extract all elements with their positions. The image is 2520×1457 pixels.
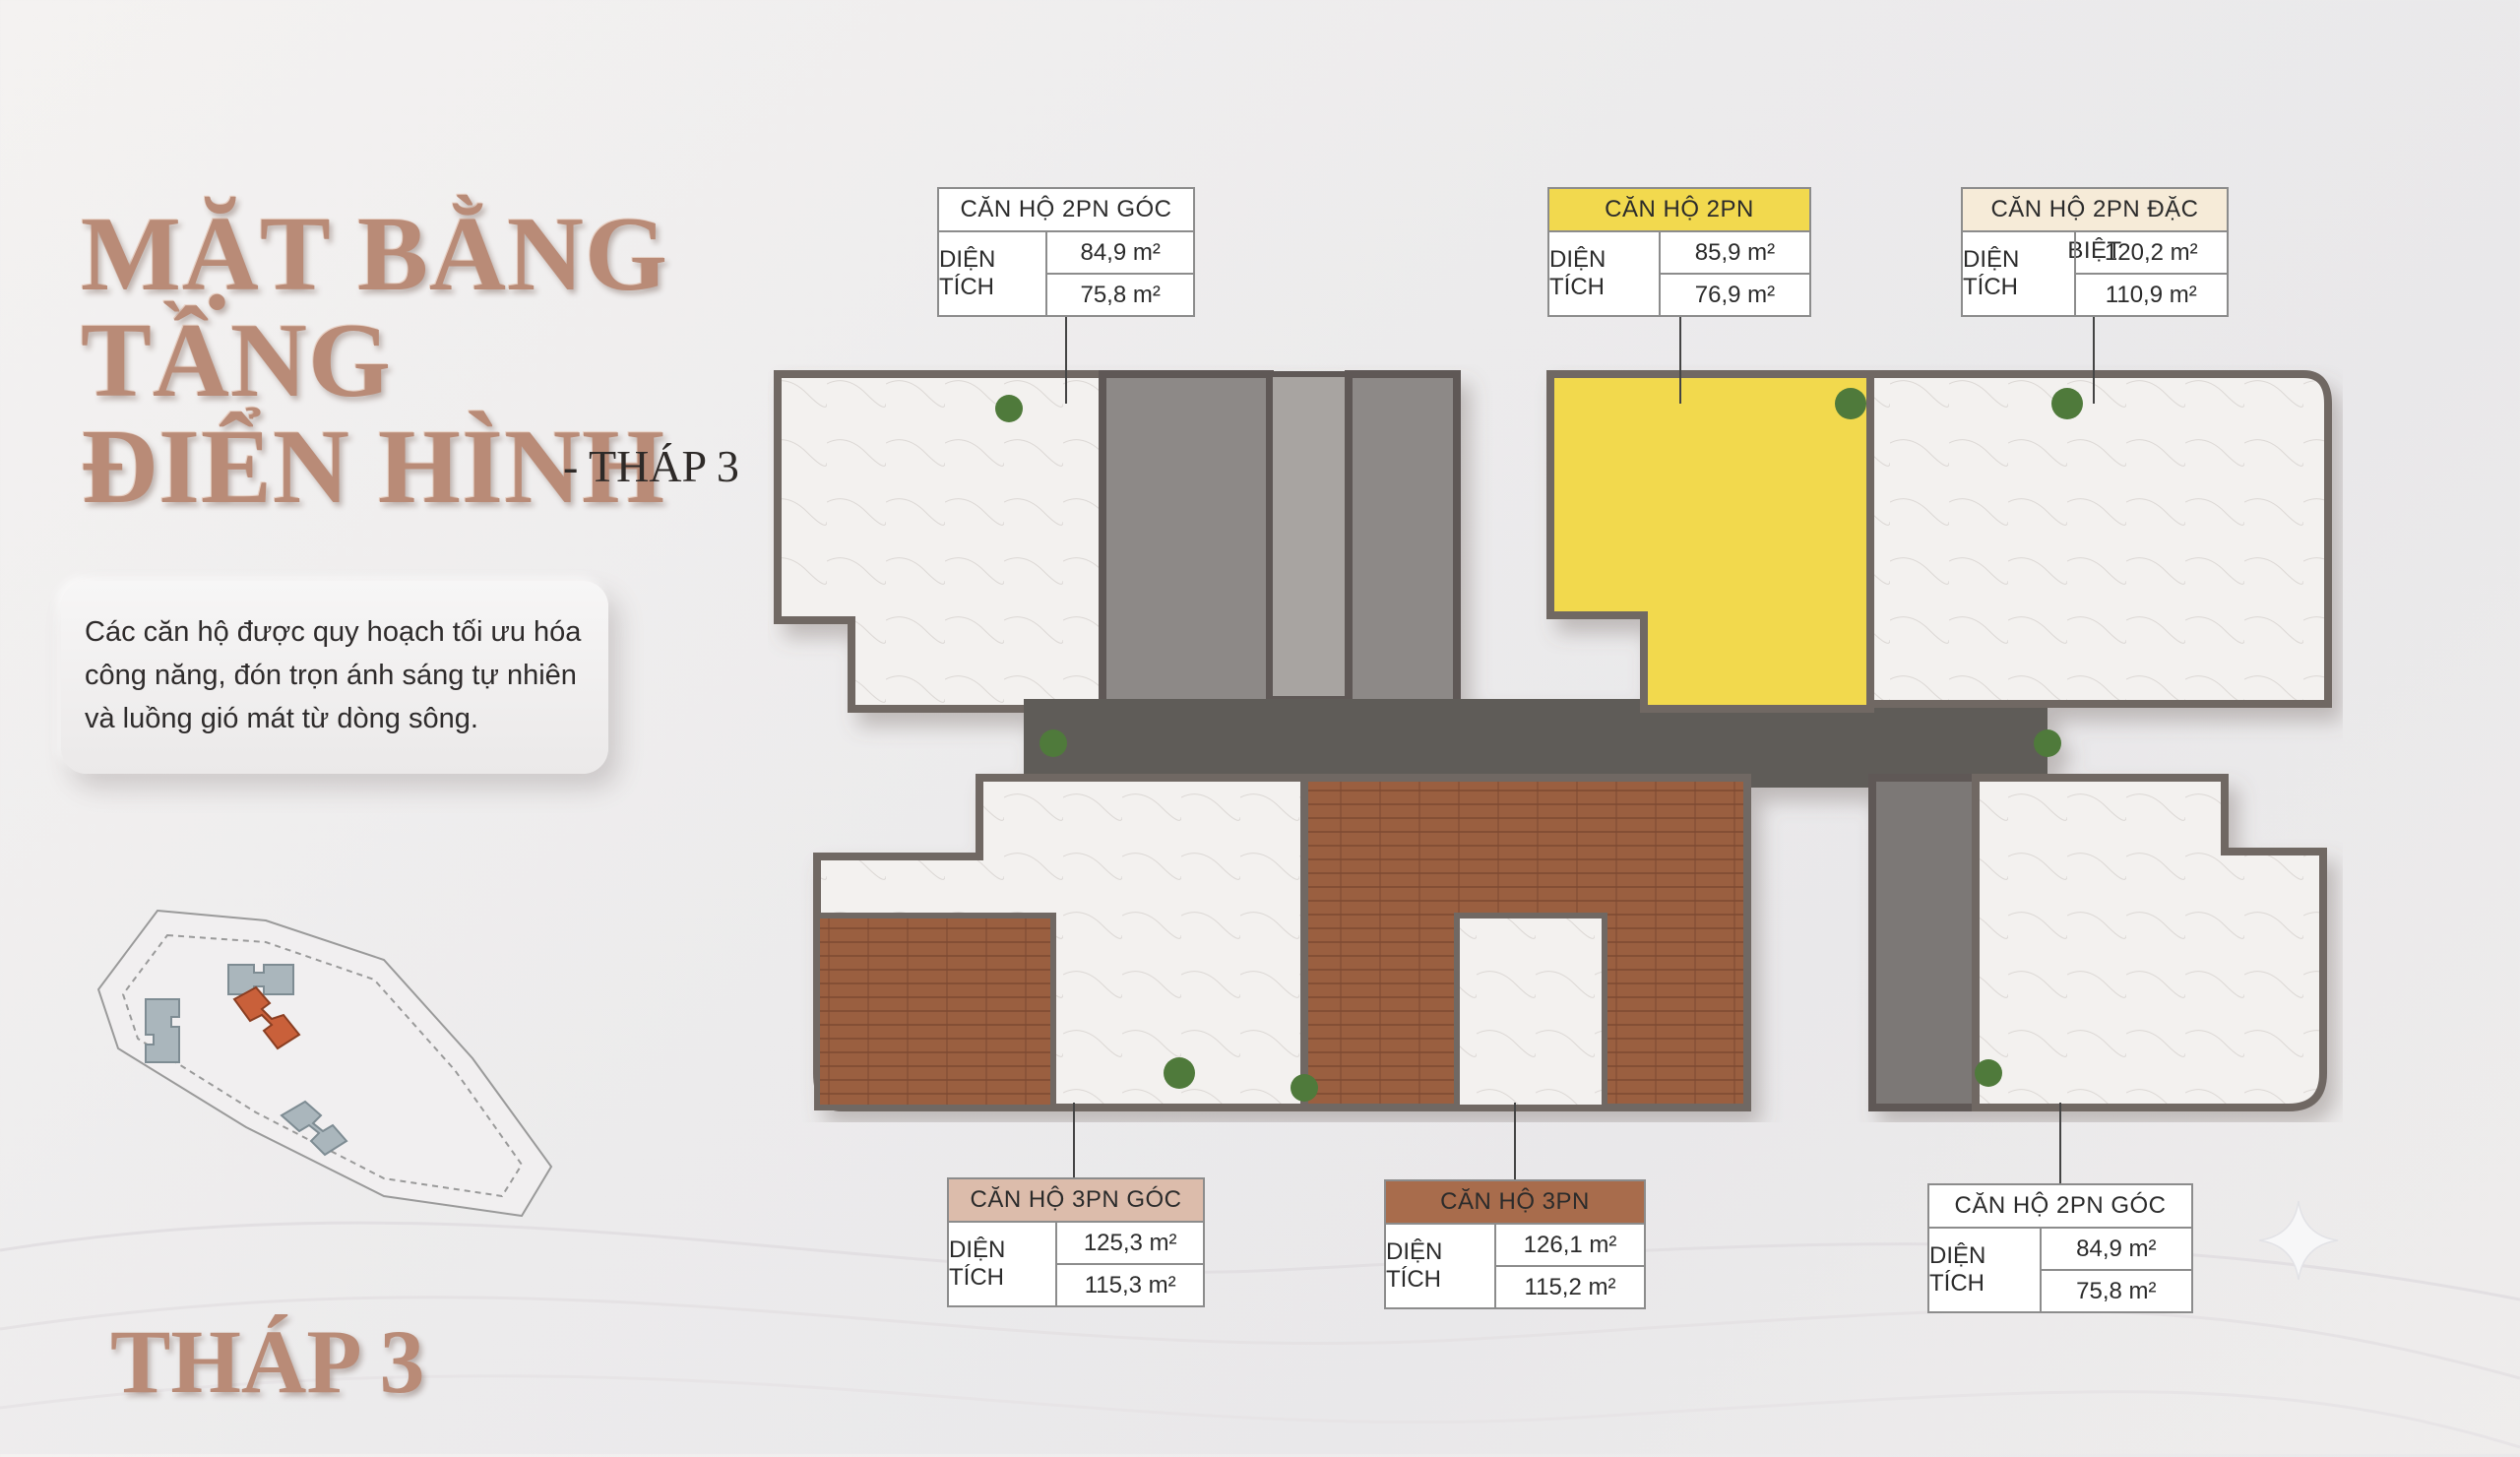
area-label: DIỆN TÍCH [1929,1229,2042,1311]
leader-2pn [1679,313,1681,404]
area-value-2: 115,2 m² [1496,1265,1644,1307]
leader-2pn-goc-bottom [2059,1103,2061,1185]
unit-name: CĂN HỘ 3PN GÓC [949,1179,1203,1223]
unit-name: CĂN HỘ 2PN [1549,189,1809,232]
area-value-2: 76,9 m² [1660,273,1809,315]
leader-2pn-dac-biet [2093,313,2095,404]
area-value-1: 84,9 m² [1080,238,1161,266]
area-label: DIỆN TÍCH [1963,232,2076,315]
area-label: DIỆN TÍCH [939,232,1048,315]
area-value-1: 125,3 m² [1083,1229,1177,1256]
tower-label: THÁP 3 [110,1311,425,1412]
site-map [96,909,553,1218]
unit-box-3pn: CĂN HỘ 3PN DIỆN TÍCH 126,1 m² 115,2 m² [1384,1179,1646,1309]
unit-box-2pn-goc-bottom: CĂN HỘ 2PN GÓC DIỆN TÍCH 84,9 m² 75,8 m² [1927,1183,2193,1313]
unit-box-2pn-dac-biet: CĂN HỘ 2PN ĐẶC BIỆT DIỆN TÍCH 120,2 m² 1… [1961,187,2229,317]
plan-unit-2pn-goc-top [774,370,1106,713]
area-label: DIỆN TÍCH [949,1223,1058,1305]
sparkle-icon [2258,1200,2339,1281]
area-value-2: 75,8 m² [2041,1269,2191,1311]
description-text: Các căn hộ được quy hoạch tối ưu hóa côn… [85,616,582,734]
area-value-2: 110,9 m² [2075,273,2227,315]
area-value-2: 115,3 m² [1057,1263,1203,1305]
plan-unit-2pn-goc-bottom [1972,774,2327,1111]
page-title-line1: MẶT BẰNG [81,196,669,313]
leader-3pn [1514,1103,1516,1181]
page-title-line3: ĐIỂN HÌNH [81,409,666,526]
plan-unit-2pn-dac-biet [1866,370,2332,708]
page-title-suffix: - THÁP 3 [563,441,739,491]
description-card: Các căn hộ được quy hoạch tối ưu hóa côn… [61,581,608,774]
leader-2pn-goc-top [1065,313,1067,404]
area-value-2: 75,8 m² [1047,273,1193,315]
unit-box-2pn: CĂN HỘ 2PN DIỆN TÍCH 85,9 m² 76,9 m² [1547,187,1811,317]
unit-box-3pn-goc: CĂN HỘ 3PN GÓC DIỆN TÍCH 125,3 m² 115,3 … [947,1177,1205,1307]
plan-unit-2pn [1546,370,1874,713]
area-value-1: 85,9 m² [1694,238,1776,266]
unit-name: CĂN HỘ 2PN GÓC [1929,1185,2191,1229]
plan-core [1099,370,1274,713]
leader-3pn-goc [1073,1103,1075,1181]
area-label: DIỆN TÍCH [1386,1225,1497,1307]
unit-name: CĂN HỘ 3PN [1386,1181,1644,1225]
area-label: DIỆN TÍCH [1549,232,1661,315]
plan-corridor [1024,699,2048,788]
tower-4-marker [280,1100,348,1157]
page-title-line2: TẦNG [81,302,393,419]
tower-3-marker [232,985,301,1050]
tower-1-marker [145,998,180,1063]
unit-box-2pn-goc-top: CĂN HỘ 2PN GÓC DIỆN TÍCH 84,9 m² 75,8 m² [937,187,1195,317]
unit-name: CĂN HỘ 2PN GÓC [939,189,1193,232]
floor-plan [774,370,2332,1111]
area-value-1: 84,9 m² [2076,1235,2157,1262]
unit-name: CĂN HỘ 2PN ĐẶC BIỆT [1963,189,2227,264]
area-value-1: 126,1 m² [1523,1231,1617,1258]
area-value-1: 120,2 m² [2104,238,2198,266]
